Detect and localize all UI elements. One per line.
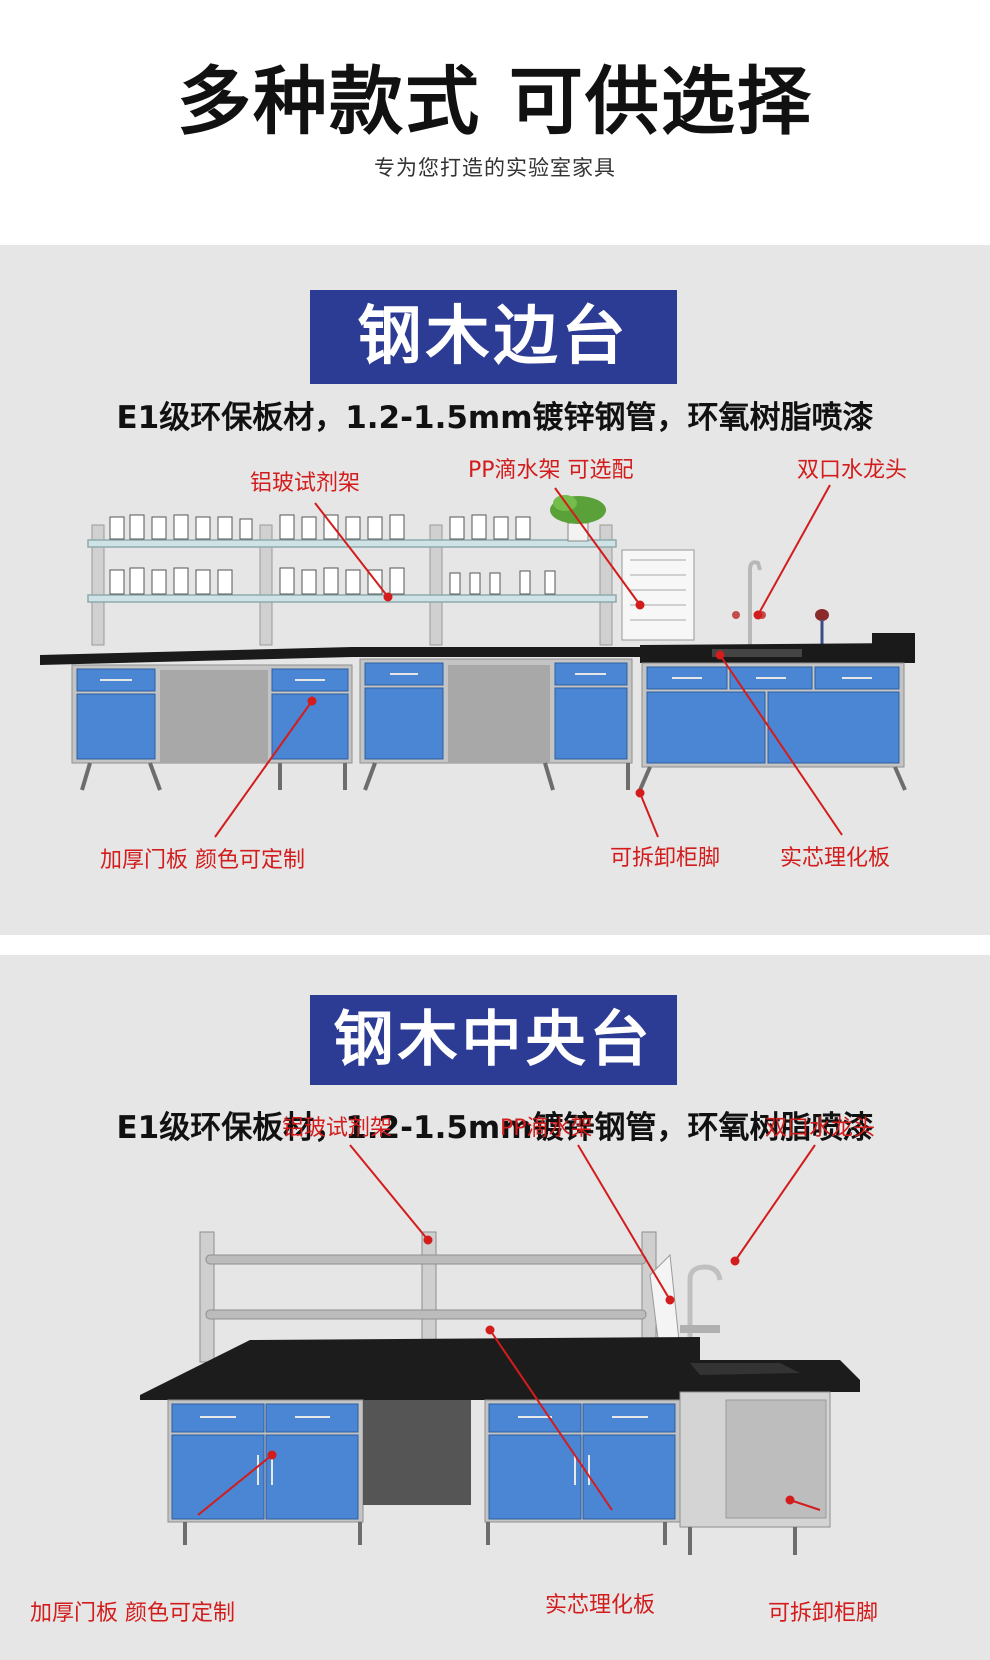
callout-faucet: 双口水龙头 [797,458,908,483]
callout-countertop: 实芯理化板 [545,1593,656,1618]
section-badge-side-bench: 钢木边台 [310,290,677,384]
side-bench-illustration [40,484,915,838]
side-bench-spec: E1级环保板材，1.2-1.5mm镀锌钢管，环氧树脂喷漆 [116,400,874,436]
callout-faucet: 双口水龙头 [765,1116,876,1141]
callout-cabinet-feet: 可拆卸柜脚 [610,846,721,871]
page-title: 多种款式 可供选择 [177,59,813,145]
callout-reagent-rack: 铝玻试剂架 [282,1116,393,1141]
central-bench-illustration [140,1144,860,1555]
page-subtitle: 专为您打造的实验室家具 [374,156,616,180]
callout-reagent-rack: 铝玻试剂架 [250,471,361,496]
page-header: 多种款式 可供选择 专为您打造的实验室家具 [0,0,990,245]
section-divider [0,935,990,955]
plant-icon [550,495,606,542]
central-bench-spec: E1级环保板材，1.2-1.5mm镀锌钢管，环氧树脂喷漆 [116,1110,874,1146]
central-bench-section: 钢木中央台 E1级环保板材，1.2-1.5mm镀锌钢管，环氧树脂喷漆 [0,955,990,1660]
section-badge-central-bench: 钢木中央台 [310,995,677,1085]
callout-door-panel: 加厚门板 颜色可定制 [100,848,305,873]
side-bench-section: 钢木边台 E1级环保板材，1.2-1.5mm镀锌钢管，环氧树脂喷漆 [0,245,990,935]
callout-countertop: 实芯理化板 [780,846,891,871]
callout-cabinet-feet: 可拆卸柜脚 [768,1601,879,1626]
callout-door-panel: 加厚门板 颜色可定制 [30,1601,235,1626]
callout-drip-rack: PP滴水架 可选配 [468,458,634,483]
callout-drip-rack: PP滴水架 [500,1116,593,1141]
